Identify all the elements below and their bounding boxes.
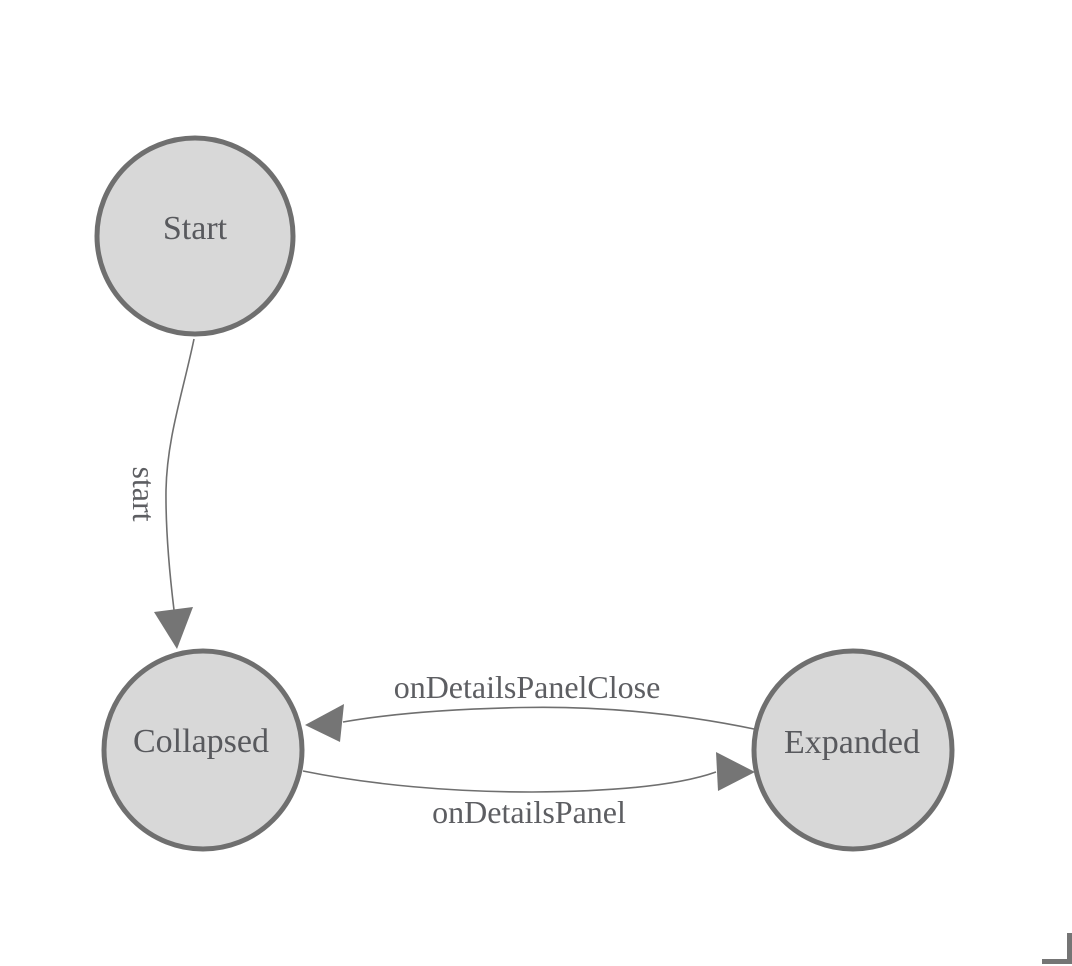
arrowhead-collapsed-to-expanded (716, 752, 755, 791)
edge-start-to-collapsed (165, 338, 195, 611)
edge-label-on-details-panel-close: onDetailsPanelClose (394, 669, 661, 705)
edge-label-start: start (126, 466, 162, 521)
edge-expanded-to-collapsed (342, 706, 755, 730)
state-node-collapsed-label: Collapsed (133, 723, 269, 760)
arrowhead-expanded-to-collapsed (305, 704, 344, 742)
resize-corner-icon[interactable] (1042, 933, 1072, 964)
state-node-start-label: Start (163, 210, 228, 247)
state-node-expanded[interactable] (751, 648, 955, 852)
state-node-start[interactable] (94, 135, 296, 337)
state-node-expanded-label: Expanded (784, 724, 920, 761)
edge-collapsed-to-expanded (302, 770, 717, 793)
state-node-collapsed[interactable] (101, 648, 305, 852)
arrowhead-start-to-collapsed (154, 607, 193, 649)
edge-label-on-details-panel: onDetailsPanel (432, 794, 626, 830)
